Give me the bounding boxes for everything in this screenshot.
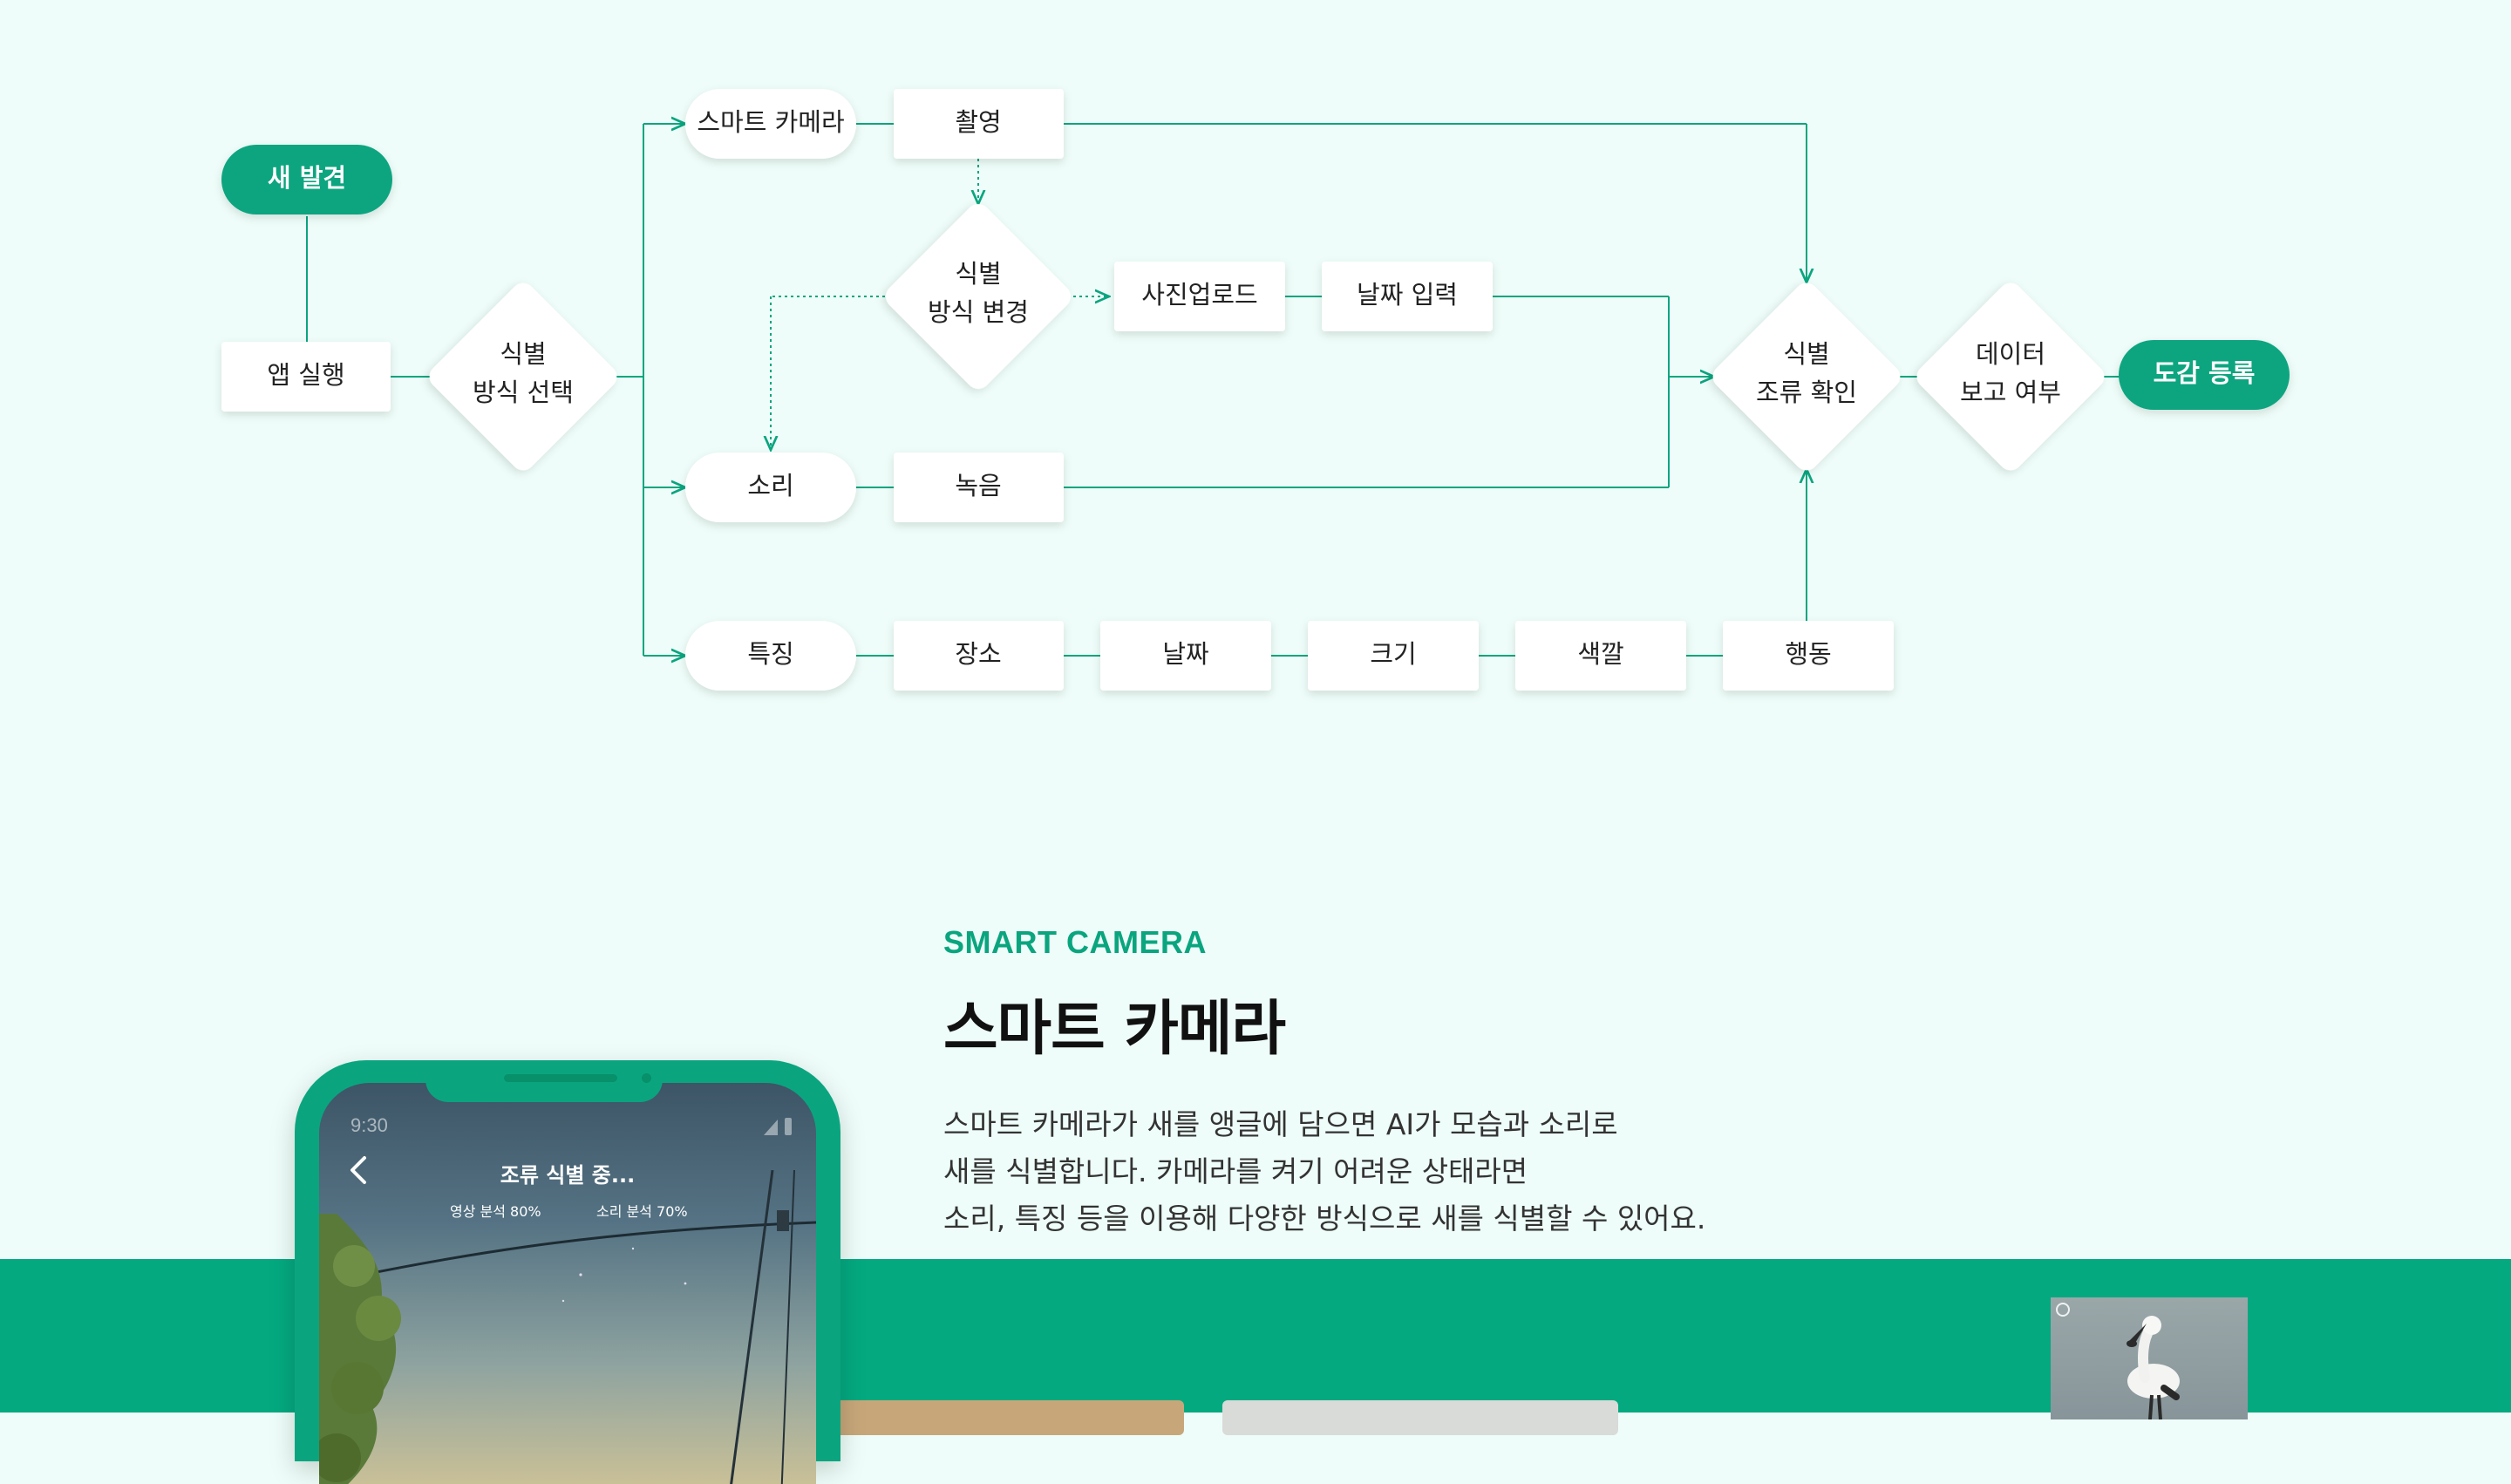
phone-notch [425,1060,663,1102]
register-node: 도감 등록 [2119,340,2290,410]
method-change-decision: 식별 방식 변경 [881,199,1075,393]
date-input-node: 날짜 입력 [1322,262,1493,331]
date-label: 날짜 [1162,639,1208,669]
report-decision: 데이터 보고 여부 [1912,278,2109,475]
register-label: 도감 등록 [2154,358,2256,388]
launch-label: 앱 실행 [267,360,344,390]
sound-analysis-stat: 소리 분석 70% [596,1200,688,1221]
preview-card [788,1400,1184,1435]
date-node: 날짜 [1100,621,1271,691]
launch-node: 앱 실행 [221,342,391,412]
start-node: 새 발견 [221,145,392,214]
speaker-grille [504,1074,617,1082]
behavior-label: 행동 [1785,639,1831,669]
tree-image [319,1214,432,1484]
confirm-line2: 조류 확인 [1756,378,1857,407]
description-line: 새를 식별합니다. 카메라를 켜기 어려운 상태라면 [943,1148,1990,1195]
section-eyebrow: SMART CAMERA [943,924,1990,961]
camera-dot [642,1073,651,1083]
section-description: 스마트 카메라가 새를 앵글에 담으면 AI가 모습과 소리로 새를 식별합니다… [943,1101,1990,1242]
method-select-line2: 방식 선택 [473,378,574,407]
size-label: 크기 [1370,639,1416,669]
confirm-line1: 식별 [1783,339,1829,369]
date-input-label: 날짜 입력 [1357,280,1458,310]
report-line1: 데이터 [1976,339,2045,369]
battery-icon [785,1118,792,1135]
size-node: 크기 [1308,621,1479,691]
flowchart: 새 발견 앱 실행 식별 방식 선택 스마트 카메라 촬영 식별 방식 변경 사… [0,0,2511,741]
section-title: 스마트 카메라 [943,980,1990,1066]
capture-node: 촬영 [894,89,1064,159]
description-line: 소리, 특징 등을 이용해 다양한 방식으로 새를 식별할 수 있어요. [943,1195,1990,1242]
recording-label: 녹음 [955,471,1001,500]
status-time: 9:30 [350,1114,388,1137]
features-node: 특징 [685,621,856,691]
spoonbill-image [2103,1304,2199,1419]
phone-mockup: 9:30 조류 식별 중... 영상 분석 80% 소리 분석 70% [295,1060,840,1461]
screen-title: 조류 식별 중... [319,1158,816,1188]
method-change-line1: 식별 [955,259,1001,289]
sound-label: 소리 [747,471,793,500]
smart-camera-section: SMART CAMERA 스마트 카메라 스마트 카메라가 새를 앵글에 담으면… [943,924,1990,1242]
video-analysis-stat: 영상 분석 80% [450,1200,541,1221]
recording-node: 녹음 [894,453,1064,522]
features-label: 특징 [747,639,793,669]
capture-label: 촬영 [955,107,1001,137]
bird-photo [2051,1297,2248,1419]
place-node: 장소 [894,621,1064,691]
behavior-node: 행동 [1723,621,1894,691]
photo-upload-label: 사진업로드 [1141,280,1257,310]
preview-card [1222,1400,1618,1435]
start-label: 새 발견 [268,163,346,193]
smart-camera-node: 스마트 카메라 [685,89,856,159]
method-change-line2: 방식 변경 [928,297,1029,327]
sound-node: 소리 [685,453,856,522]
description-line: 스마트 카메라가 새를 앵글에 담으면 AI가 모습과 소리로 [943,1101,1990,1148]
report-line2: 보고 여부 [1960,378,2061,407]
info-icon[interactable] [2056,1303,2070,1317]
place-label: 장소 [955,639,1001,669]
method-select-line1: 식별 [500,339,546,369]
phone-screen: 9:30 조류 식별 중... 영상 분석 80% 소리 분석 70% [319,1083,816,1484]
confirm-decision: 식별 조류 확인 [1708,278,1905,475]
smart-camera-label: 스마트 카메라 [697,107,844,137]
color-label: 색깔 [1577,639,1623,669]
signal-icon [764,1118,793,1135]
photo-upload-node: 사진업로드 [1114,262,1285,331]
method-select-decision: 식별 방식 선택 [425,278,622,475]
color-node: 색깔 [1515,621,1686,691]
